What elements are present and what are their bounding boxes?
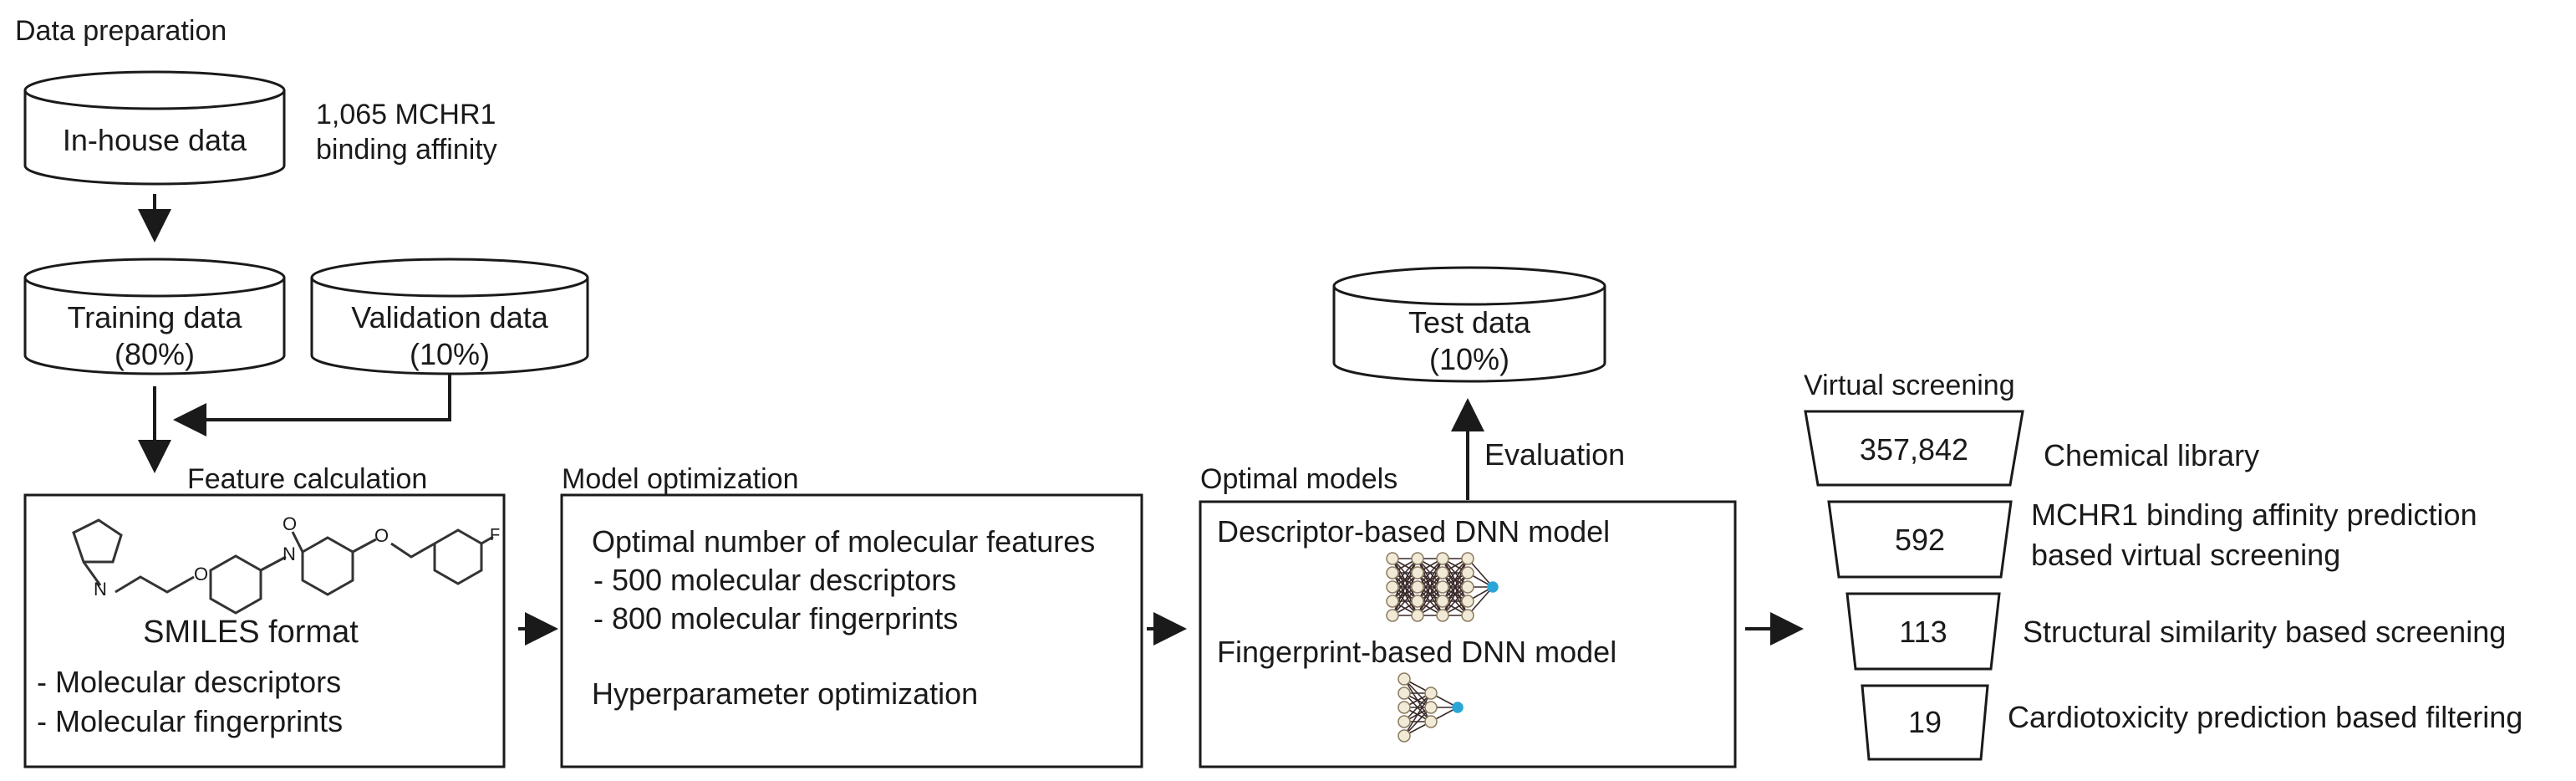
stage-1-label: Chemical library xyxy=(2044,438,2259,472)
validation-data-line2: (10%) xyxy=(410,337,490,371)
network-node xyxy=(1436,566,1449,579)
arrow-validation-merge xyxy=(173,375,451,436)
validation-data-cylinder: Validation data (10%) xyxy=(310,258,589,375)
model-optimization-box xyxy=(560,493,1143,768)
network-edge xyxy=(1442,572,1469,616)
network-node xyxy=(1386,552,1399,565)
model-optimization-title: Model optimization xyxy=(562,463,798,495)
test-data-line1: Test data xyxy=(1408,305,1531,339)
network-node xyxy=(1397,715,1411,728)
validation-data-line1: Validation data xyxy=(351,300,548,334)
data-preparation-title: Data preparation xyxy=(15,15,227,47)
network-node xyxy=(1461,580,1474,594)
virtual-screening-title: Virtual screening xyxy=(1804,370,2015,401)
training-data-line2: (80%) xyxy=(115,337,195,371)
feature-item-fingerprints: - Molecular fingerprints xyxy=(37,704,343,738)
network-node xyxy=(1397,672,1411,686)
network-node xyxy=(1461,552,1474,565)
stage-2-count: 592 xyxy=(1895,523,1945,557)
optimization-item-descriptors: - 500 molecular descriptors xyxy=(593,563,956,597)
fingerprint-dnn-network-icon xyxy=(1397,672,1464,743)
network-node xyxy=(1424,687,1438,700)
stage-4-count: 19 xyxy=(1908,705,1942,739)
stage-3-label: Structural similarity based screening xyxy=(2023,615,2506,649)
oxygen-atom-2: O xyxy=(283,513,297,534)
training-data-cylinder: Training data (80%) xyxy=(23,258,286,375)
training-data-line1: Training data xyxy=(68,300,243,334)
network-edge xyxy=(1392,572,1418,616)
network-node xyxy=(1461,566,1474,579)
network-node xyxy=(1436,595,1449,608)
funnel-stage-3: 113 xyxy=(1845,592,2001,671)
nitrogen-atom-2: N xyxy=(283,544,296,564)
evaluation-label: Evaluation xyxy=(1484,437,1625,472)
network-node xyxy=(1411,580,1424,594)
oxygen-atom-3: O xyxy=(374,525,389,546)
network-output-node xyxy=(1487,581,1499,593)
network-node xyxy=(1436,580,1449,594)
network-node xyxy=(1411,609,1424,622)
network-node xyxy=(1411,566,1424,579)
network-edge xyxy=(1392,558,1418,602)
inhouse-data-cylinder: In-house data xyxy=(23,70,286,186)
stage-3-count: 113 xyxy=(1899,615,1947,649)
fingerprint-model-label: Fingerprint-based DNN model xyxy=(1217,635,1616,669)
optimal-features-heading: Optimal number of molecular features xyxy=(592,524,1095,559)
network-node xyxy=(1461,609,1474,622)
optimal-models-box xyxy=(1199,500,1737,768)
nitrogen-atom-1: N xyxy=(94,579,107,600)
network-node xyxy=(1461,595,1474,608)
network-node xyxy=(1397,687,1411,700)
feature-calculation-title: Feature calculation xyxy=(187,463,427,495)
network-node xyxy=(1386,609,1399,622)
stage-1-count: 357,842 xyxy=(1860,432,1968,467)
network-edge xyxy=(1417,572,1443,616)
network-node xyxy=(1397,701,1411,714)
network-edge xyxy=(1403,692,1432,722)
network-node xyxy=(1386,595,1399,608)
test-data-line2: (10%) xyxy=(1429,342,1509,376)
stage-4-label: Cardiotoxicity prediction based filterin… xyxy=(2008,700,2523,734)
network-node xyxy=(1424,715,1438,728)
inhouse-data-label: In-house data xyxy=(63,123,247,157)
network-node xyxy=(1411,552,1424,565)
optimal-models-title: Optimal models xyxy=(1200,463,1397,495)
feature-item-descriptors: - Molecular descriptors xyxy=(37,665,341,699)
network-edge xyxy=(1403,707,1432,737)
funnel-stage-2: 592 xyxy=(1827,500,2013,579)
fluorine-atom: F xyxy=(490,526,500,544)
network-node xyxy=(1411,595,1424,608)
funnel-stage-1: 357,842 xyxy=(1804,410,2024,487)
oxygen-atom-1: O xyxy=(194,564,208,584)
network-node xyxy=(1436,552,1449,565)
network-edge xyxy=(1403,692,1432,737)
descriptor-dnn-network-icon xyxy=(1386,552,1499,622)
network-node xyxy=(1424,701,1438,714)
smiles-format-label: SMILES format xyxy=(143,615,359,650)
network-edge xyxy=(1417,558,1443,602)
hyperparameter-optimization: Hyperparameter optimization xyxy=(592,676,978,711)
network-node xyxy=(1386,566,1399,579)
funnel-stage-4: 19 xyxy=(1861,684,1989,761)
test-data-cylinder: Test data (10%) xyxy=(1332,266,1606,383)
network-output-node xyxy=(1452,702,1464,713)
inhouse-note-line2: binding affinity xyxy=(316,134,497,166)
network-node xyxy=(1386,580,1399,594)
network-node xyxy=(1397,729,1411,743)
stage-2-label-line1: MCHR1 binding affinity prediction xyxy=(2031,498,2477,532)
descriptor-model-label: Descriptor-based DNN model xyxy=(1217,514,1610,549)
stage-2-label-line2: based virtual screening xyxy=(2031,538,2340,572)
optimization-item-fingerprints: - 800 molecular fingerprints xyxy=(593,601,958,636)
inhouse-note-line1: 1,065 MCHR1 xyxy=(316,99,496,130)
molecule-structure: N O N O O F xyxy=(72,513,500,615)
network-node xyxy=(1436,609,1449,622)
network-edge xyxy=(1442,558,1469,602)
feature-calculation-box xyxy=(23,493,506,768)
